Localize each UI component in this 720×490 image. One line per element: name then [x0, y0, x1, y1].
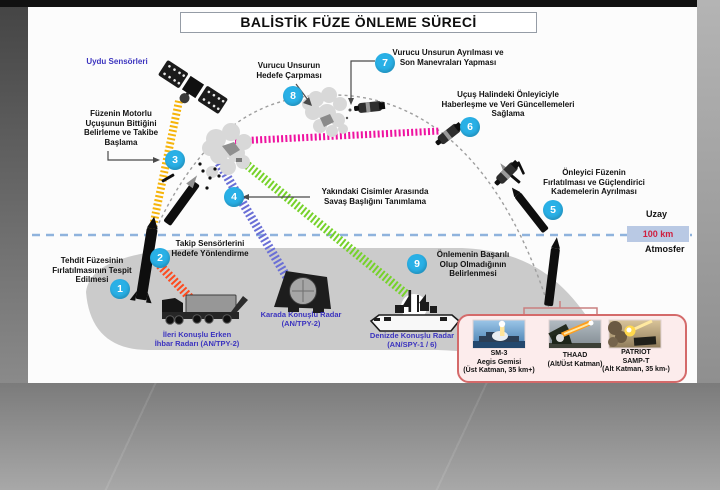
- bottom-background: [0, 383, 720, 490]
- step-circle-1: 1: [110, 279, 130, 299]
- sea-radar-label: Denizde Konuşlu Radar (AN/SPY-1 / 6): [369, 331, 455, 349]
- step-circle-9: 9: [407, 254, 427, 274]
- satellite-label: Uydu Sensörleri: [86, 57, 148, 66]
- step-circle-5: 5: [543, 200, 563, 220]
- step-circle-6: 6: [460, 117, 480, 137]
- page-title: BALİSTİK FÜZE ÖNLEME SÜRECİ: [180, 12, 537, 33]
- step-circle-2: 2: [150, 248, 170, 268]
- defense-system-patriot-label: PATRIOT SAMP-T (Alt Katman, 35 km-): [602, 349, 670, 373]
- space-label: Uzay: [646, 209, 668, 219]
- atmosphere-label: Atmosfer: [645, 244, 685, 254]
- step-7-label: Vurucu Unsurun Ayrılması ve Son Manevral…: [392, 48, 504, 67]
- defense-system-thaad-label: THAAD (Alt/Üst Katman): [547, 352, 603, 368]
- step-circle-3: 3: [165, 150, 185, 170]
- left-margin: [0, 7, 28, 383]
- altitude-100km-badge: 100 km: [627, 226, 689, 242]
- step-4-label: Yakındaki Cisimler Arasında Savaş Başlığ…: [321, 187, 429, 206]
- step-6-label: Uçuş Halindeki Önleyiciyle Haberleşme ve…: [441, 90, 575, 118]
- step-5-label: Önleyici Füzenin Fırlatılması ve Güçlend…: [543, 168, 645, 196]
- step-circle-7: 7: [375, 53, 395, 73]
- step-2-label: Takip Sensörlerini Hedefe Yönlendirme: [171, 239, 249, 258]
- defense-system-sm3-label: SM-3 Aegis Gemisi (Üst Katman, 35 km+): [463, 350, 535, 374]
- top-letterbox-bar: [0, 0, 720, 7]
- step-3-label: Füzenin Motorlu Uçuşunun Bittiğini Belir…: [83, 109, 159, 147]
- step-circle-4: 4: [224, 187, 244, 207]
- ground-radar-label: Karada Konuşlu Radar (AN/TPY-2): [260, 310, 342, 328]
- early-warning-radar-label: İleri Konuşlu Erken İhbar Radarı (AN/TPY…: [154, 330, 240, 348]
- step-9-label: Önlemenin Başarılı Olup Olmadığının Beli…: [436, 250, 510, 278]
- step-circle-8: 8: [283, 86, 303, 106]
- step-8-label: Vurucu Unsurun Hedefe Çarpması: [256, 61, 322, 80]
- right-margin: [697, 0, 720, 383]
